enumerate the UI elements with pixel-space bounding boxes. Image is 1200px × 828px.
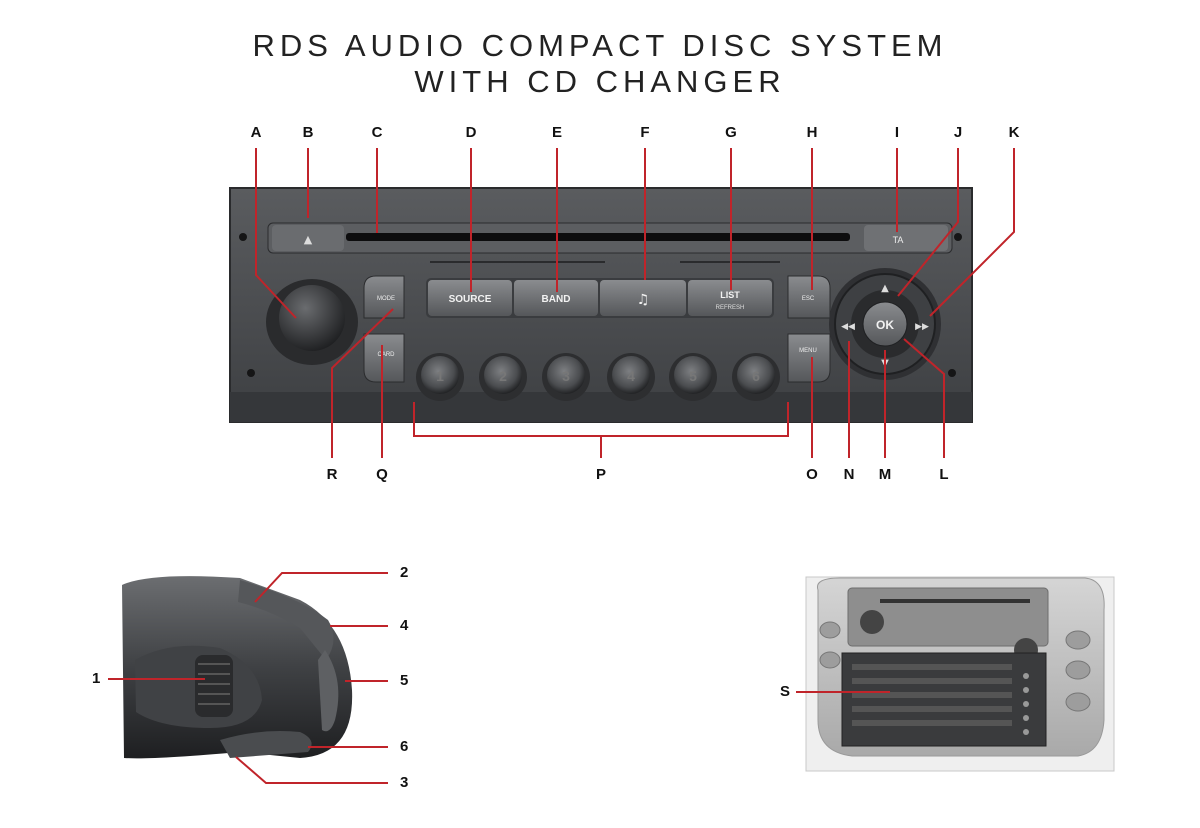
steering-column-control (122, 576, 352, 758)
list-sublabel: REFRESH (716, 305, 745, 311)
rewind-icon: ◀◀ (841, 322, 855, 332)
ok-button[interactable]: OK (863, 302, 907, 346)
preset-label: 2 (499, 368, 507, 384)
volume-knob[interactable] (266, 279, 358, 365)
label-q: Q (367, 466, 397, 483)
mode-label: MODE (377, 296, 395, 302)
audio-settings-button[interactable]: ♫ (600, 280, 686, 316)
mode-button[interactable]: MODE (364, 276, 404, 318)
eject-button[interactable]: ▲ (272, 225, 344, 251)
label-r: R (317, 466, 347, 483)
preset-label: 6 (752, 368, 760, 384)
screw-icon (239, 233, 247, 241)
eject-icon: ▲ (304, 233, 313, 246)
label-d: D (456, 124, 486, 141)
label-j: J (943, 124, 973, 141)
preset-button-3[interactable]: 3 (542, 353, 590, 401)
card-label: CARD (377, 352, 395, 358)
preset-button-5[interactable]: 5 (669, 353, 717, 401)
esc-label: ESC (802, 296, 815, 302)
music-note-icon: ♫ (637, 292, 650, 308)
ok-label: OK (876, 318, 894, 332)
label-i: I (882, 124, 912, 141)
label-5: 5 (400, 672, 408, 689)
preset-label: 5 (689, 368, 697, 384)
menu-button[interactable]: MENU (788, 334, 830, 382)
label-e: E (542, 124, 572, 141)
preset-button-2[interactable]: 2 (479, 353, 527, 401)
label-6: 6 (400, 738, 408, 755)
ta-button[interactable]: TA (864, 225, 948, 251)
card-button[interactable]: CARD (364, 334, 404, 382)
ta-label: TA (893, 235, 904, 245)
label-n: N (834, 466, 864, 483)
up-arrow-icon: ▲ (881, 283, 889, 294)
menu-label: MENU (799, 348, 817, 354)
nav-next-button[interactable]: ▶▶ (915, 322, 929, 332)
source-label: SOURCE (449, 294, 492, 305)
nav-up-button[interactable]: ▲ (881, 283, 889, 294)
esc-button[interactable]: ESC (788, 276, 830, 318)
label-m: M (870, 466, 900, 483)
nav-prev-button[interactable]: ◀◀ (841, 322, 855, 332)
preset-label: 4 (627, 368, 635, 384)
preset-button-1[interactable]: 1 (416, 353, 464, 401)
preset-button-6[interactable]: 6 (732, 353, 780, 401)
label-f: F (630, 124, 660, 141)
list-label: LIST (720, 290, 740, 300)
label-a: A (241, 124, 271, 141)
label-k: K (999, 124, 1029, 141)
label-4: 4 (400, 617, 408, 634)
preset-label: 1 (436, 368, 444, 384)
label-s: S (780, 683, 790, 700)
label-2: 2 (400, 564, 408, 581)
band-label: BAND (542, 294, 571, 305)
label-b: B (293, 124, 323, 141)
label-3: 3 (400, 774, 408, 791)
cd-slot (346, 233, 850, 241)
label-1: 1 (92, 670, 100, 687)
screw-icon (948, 369, 956, 377)
label-h: H (797, 124, 827, 141)
preset-button-4[interactable]: 4 (607, 353, 655, 401)
preset-label: 3 (562, 368, 570, 384)
fast-forward-icon: ▶▶ (915, 322, 929, 332)
cd-changer-console (806, 577, 1114, 771)
screw-icon (954, 233, 962, 241)
label-l: L (929, 466, 959, 483)
screw-icon (247, 369, 255, 377)
label-c: C (362, 124, 392, 141)
label-p: P (586, 466, 616, 483)
label-g: G (716, 124, 746, 141)
label-o: O (797, 466, 827, 483)
leader-line-3 (236, 757, 388, 783)
